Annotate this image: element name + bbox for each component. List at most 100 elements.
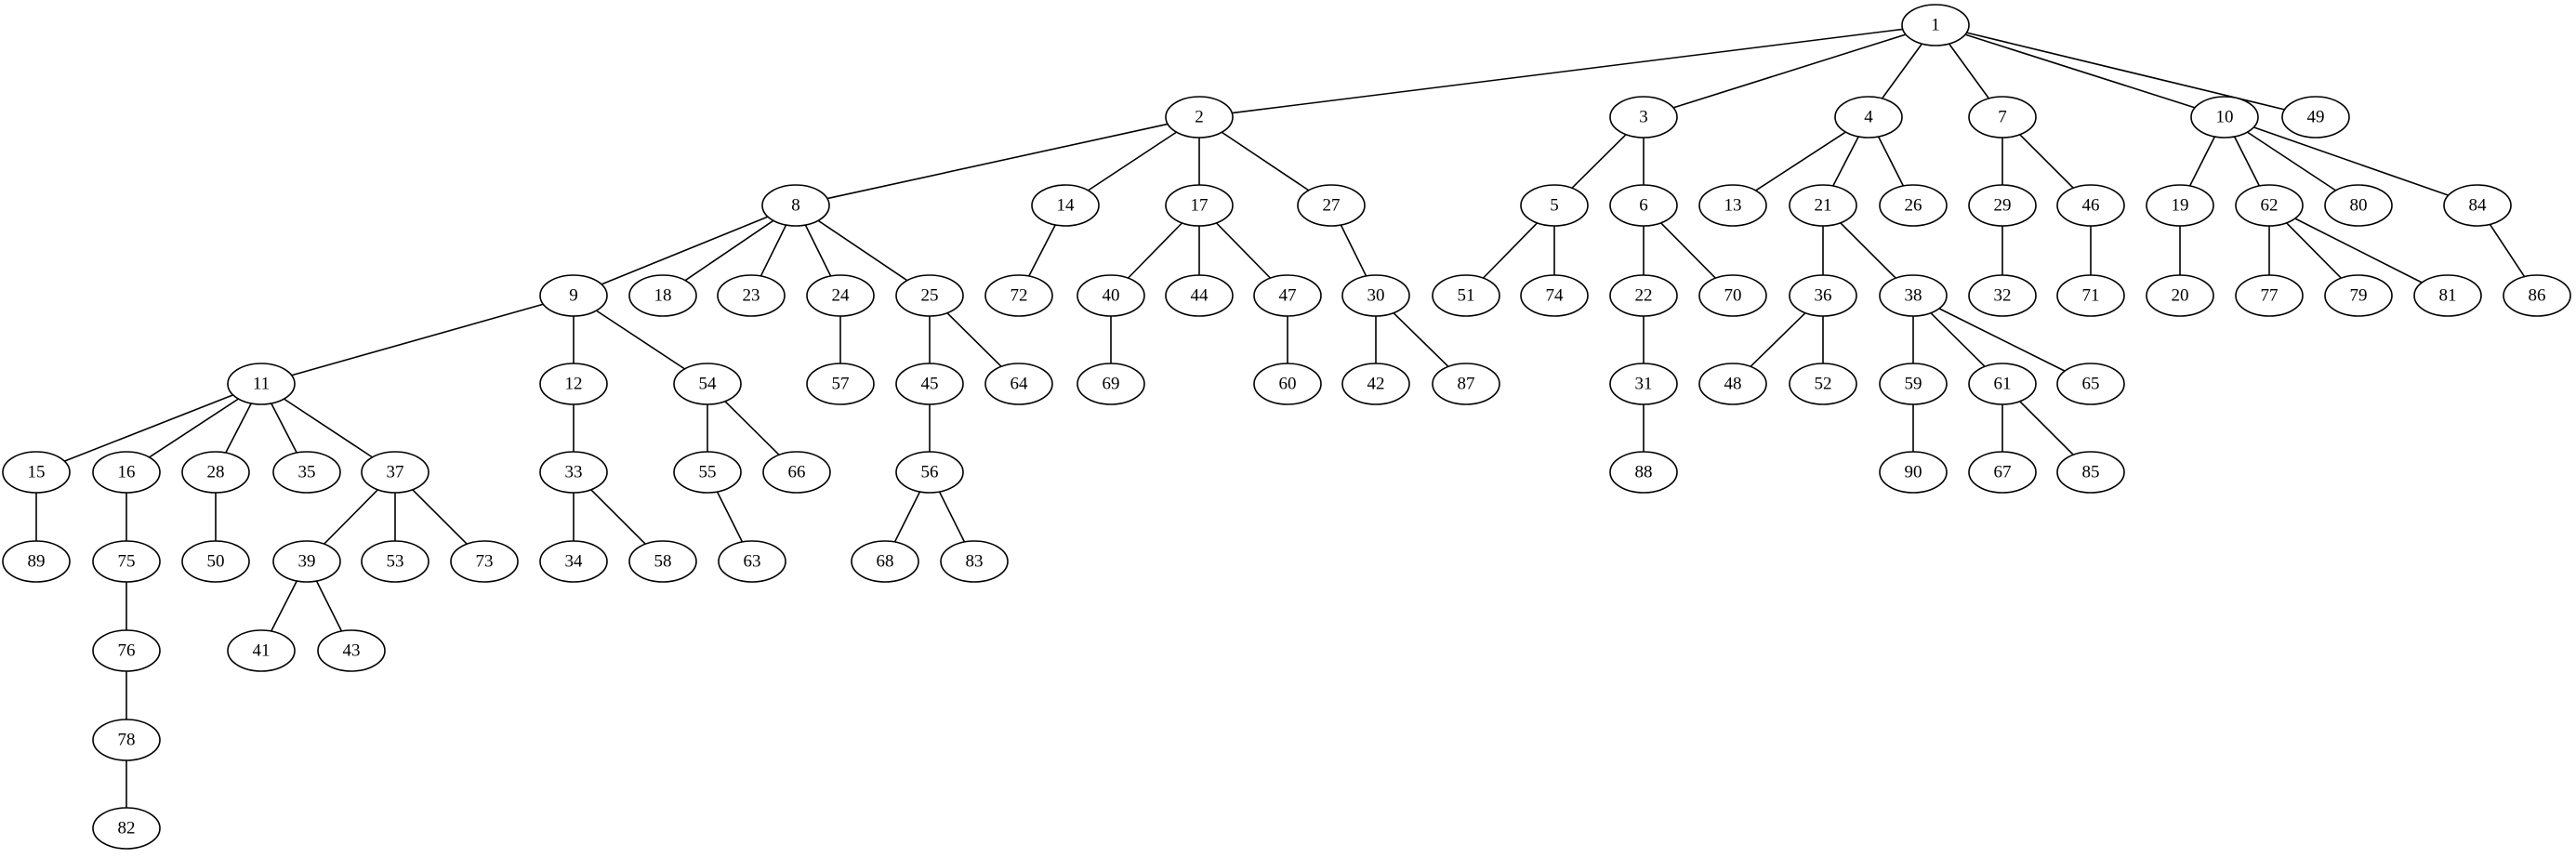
node-86: 86: [2503, 274, 2571, 317]
edge-1-3: [1672, 33, 1907, 109]
node-ellipse: [895, 451, 964, 494]
node-5: 5: [1520, 184, 1589, 227]
node-74: 74: [1520, 274, 1589, 317]
node-ellipse: [1968, 451, 2037, 494]
edge-17-40: [1127, 222, 1183, 279]
node-label: 80: [2350, 196, 2368, 216]
node-label: 65: [2082, 375, 2100, 394]
edge-11-37: [284, 398, 373, 458]
node-label: 71: [2082, 286, 2100, 306]
node-label: 35: [298, 463, 316, 482]
node-label: 37: [387, 463, 404, 482]
node-label: 38: [1905, 286, 1922, 306]
node-ellipse: [1432, 363, 1500, 405]
node-label: 79: [2350, 286, 2368, 306]
edge-62-81: [2294, 218, 2423, 284]
node-42: 42: [1341, 363, 1410, 405]
node-72: 72: [984, 274, 1053, 317]
node-ellipse: [272, 451, 341, 494]
node-label: 56: [921, 463, 939, 482]
node-ellipse: [2056, 363, 2125, 405]
node-56: 56: [895, 451, 964, 494]
node-label: 22: [1635, 286, 1653, 306]
edge-8-9: [601, 216, 769, 285]
node-ellipse: [1077, 363, 1145, 405]
node-label: 40: [1103, 286, 1120, 306]
node-ellipse: [181, 451, 250, 494]
node-ellipse: [984, 274, 1053, 317]
node-label: 45: [921, 375, 939, 394]
node-19: 19: [2146, 184, 2214, 227]
node-ellipse: [717, 274, 786, 317]
node-21: 21: [1789, 184, 1857, 227]
node-90: 90: [1879, 451, 1948, 494]
node-label: 3: [1639, 108, 1648, 127]
node-label: 50: [207, 552, 225, 572]
node-48: 48: [1698, 363, 1767, 405]
node-ellipse: [1901, 4, 1970, 46]
node-15: 15: [2, 451, 71, 494]
node-label: 21: [1815, 196, 1832, 216]
node-ellipse: [2190, 96, 2259, 139]
node-label: 74: [1546, 286, 1565, 306]
node-3: 3: [1609, 96, 1678, 139]
node-label: 31: [1635, 375, 1653, 394]
node-ellipse: [2146, 274, 2214, 317]
node-10: 10: [2190, 96, 2259, 139]
node-39: 39: [272, 540, 341, 583]
node-58: 58: [628, 540, 697, 583]
node-ellipse: [1031, 184, 1100, 227]
node-81: 81: [2413, 274, 2482, 317]
node-23: 23: [717, 274, 786, 317]
edge-7-46: [2019, 134, 2074, 189]
edge-39-41: [271, 580, 297, 632]
node-label: 86: [2529, 286, 2546, 306]
edge-33-58: [590, 489, 646, 545]
node-26: 26: [1879, 184, 1948, 227]
node-71: 71: [2056, 274, 2125, 317]
node-ellipse: [539, 274, 608, 317]
node-ellipse: [92, 719, 161, 761]
node-label: 46: [2082, 196, 2100, 216]
node-ellipse: [628, 274, 697, 317]
node-label: 15: [28, 463, 46, 482]
node-label: 49: [2307, 108, 2325, 127]
node-7: 7: [1968, 96, 2037, 139]
node-label: 62: [2261, 196, 2279, 216]
node-66: 66: [762, 451, 831, 494]
node-label: 76: [118, 641, 136, 661]
node-6: 6: [1609, 184, 1678, 227]
node-ellipse: [1341, 363, 1410, 405]
node-33: 33: [539, 451, 608, 494]
node-30: 30: [1341, 274, 1410, 317]
node-11: 11: [227, 363, 296, 405]
node-46: 46: [2056, 184, 2125, 227]
node-ellipse: [1609, 363, 1678, 405]
node-ellipse: [1609, 274, 1678, 317]
node-ellipse: [1968, 274, 2037, 317]
edge-5-51: [1482, 222, 1539, 279]
node-34: 34: [539, 540, 608, 583]
node-ellipse: [673, 451, 742, 494]
node-ellipse: [1879, 451, 1948, 494]
node-ellipse: [450, 540, 519, 583]
node-label: 75: [118, 552, 136, 572]
node-label: 16: [118, 463, 136, 482]
node-87: 87: [1432, 363, 1500, 405]
node-label: 2: [1195, 108, 1204, 127]
node-ellipse: [2503, 274, 2571, 317]
node-ellipse: [2324, 274, 2393, 317]
node-label: 63: [744, 552, 761, 572]
edge-6-70: [1660, 222, 1716, 279]
node-14: 14: [1031, 184, 1100, 227]
node-73: 73: [450, 540, 519, 583]
edge-8-18: [684, 219, 774, 282]
edge-11-28: [225, 403, 252, 454]
node-ellipse: [673, 363, 742, 405]
node-label: 69: [1103, 375, 1120, 394]
edge-27-30: [1340, 224, 1367, 277]
node-label: 20: [2172, 286, 2189, 306]
node-label: 81: [2439, 286, 2457, 306]
node-label: 32: [1994, 286, 2012, 306]
